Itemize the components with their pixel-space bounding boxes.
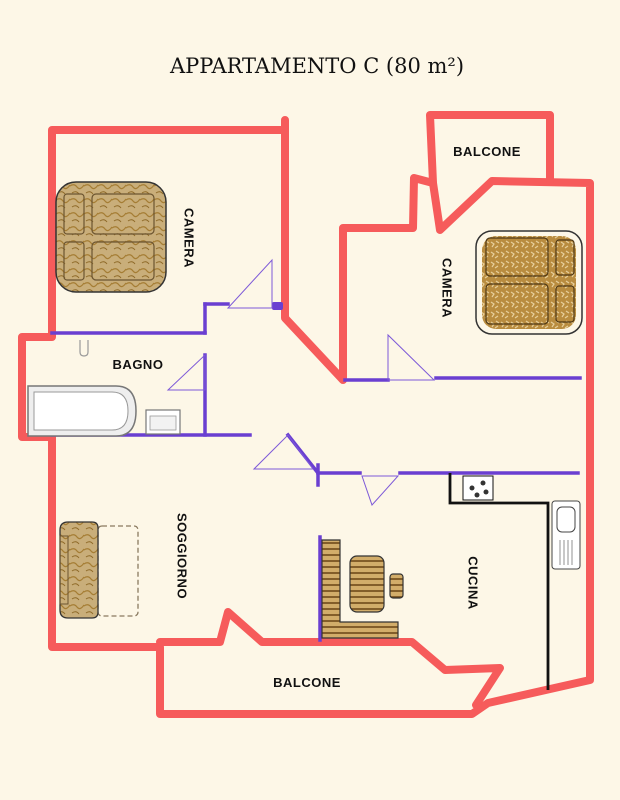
bathtub (27, 385, 137, 437)
outer-wall-bottom-balcony (156, 608, 504, 709)
door-kitchen[interactable] (361, 475, 400, 506)
door-bagno[interactable] (166, 353, 206, 391)
room-label-camera-right: CAMERA (440, 258, 455, 318)
sink (551, 500, 581, 570)
sink-drainer (559, 540, 573, 565)
outer-walls (18, 111, 594, 718)
door-bedroom-left[interactable] (226, 258, 273, 309)
outer-wall-top-balcony (426, 111, 554, 187)
kitchen-counter-outline (448, 473, 550, 690)
room-label-bagno: BAGNO (113, 357, 164, 372)
kitchen-counter (448, 473, 550, 690)
sink-basin (556, 506, 576, 533)
room-label-camera-left: CAMERA (182, 208, 197, 268)
door-corridor[interactable] (252, 434, 314, 470)
dining-table (349, 555, 385, 613)
room-label-balcone-bottom: BALCONE (273, 675, 341, 690)
burner-icon (483, 489, 489, 495)
sofa-table-outline (97, 525, 139, 617)
sofa (59, 521, 139, 619)
door-bedroom-right[interactable] (387, 333, 436, 381)
bench (321, 539, 399, 639)
washbasin (145, 409, 181, 435)
door-jamb-marker (272, 302, 283, 310)
bed-left (55, 181, 167, 293)
doors (166, 258, 436, 506)
towel-hook-icon (79, 340, 89, 357)
room-label-cucina: CUCINA (466, 556, 481, 610)
room-label-balcone-top: BALCONE (453, 144, 521, 159)
room-label-soggiorno: SOGGIORNO (175, 513, 190, 599)
burner-icon (469, 485, 475, 491)
interior-walls (50, 302, 582, 642)
bed-right (475, 230, 583, 335)
outer-wall-left-bedroom (18, 116, 594, 718)
dining-set (321, 539, 404, 639)
plan-title: APPARTAMENTO C (80 m²) (169, 54, 464, 78)
chair (389, 573, 404, 599)
burner-icon (474, 492, 480, 498)
burner-icon (480, 480, 486, 486)
